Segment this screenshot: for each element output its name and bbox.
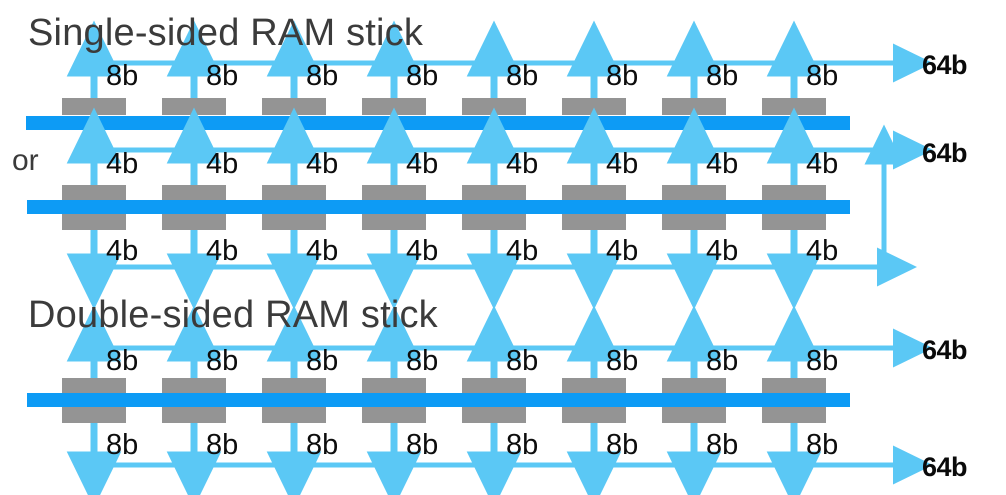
section-double-sided-graphics xyxy=(27,305,933,495)
bus-width-or-combined: 64b xyxy=(922,138,968,168)
bus-width-single-top: 64b xyxy=(922,50,968,80)
chip-arrows-single-up xyxy=(66,20,822,100)
bus-width-double-bottom: 64b xyxy=(922,452,968,482)
chip-arrows-or-down xyxy=(66,228,822,310)
pcb-bar-double xyxy=(27,393,850,407)
chip-label-single-3: 8b xyxy=(406,60,439,92)
chip-label-or-bottom-2: 4b xyxy=(306,235,339,267)
chip-arrows-or-up xyxy=(66,107,822,188)
memory-chips-double-top xyxy=(62,378,826,395)
memory-chips-or-top xyxy=(62,185,826,202)
chip-label-or-top-2: 4b xyxy=(306,148,339,180)
chip-label-double-top-0: 8b xyxy=(106,345,139,377)
chip-label-or-top-4: 4b xyxy=(506,148,539,180)
chip-label-single-2: 8b xyxy=(306,60,339,92)
chip-label-double-bottom-7: 8b xyxy=(806,429,839,461)
chip-label-double-top-4: 8b xyxy=(506,345,539,377)
chip-label-double-bottom-4: 8b xyxy=(506,429,539,461)
bus-width-double-top: 64b xyxy=(922,335,968,365)
chip-label-double-bottom-5: 8b xyxy=(606,429,639,461)
chip-label-or-bottom-5: 4b xyxy=(606,235,639,267)
pcb-bar-or xyxy=(27,200,850,214)
memory-chips-double-bottom xyxy=(62,406,826,423)
chip-label-double-top-3: 8b xyxy=(406,345,439,377)
chip-label-or-bottom-0: 4b xyxy=(106,235,139,267)
chip-label-double-top-6: 8b xyxy=(706,345,739,377)
chip-label-or-top-3: 4b xyxy=(406,148,439,180)
chip-arrows-double-up xyxy=(66,305,822,382)
pcb-bar-single xyxy=(26,116,850,130)
chip-label-single-5: 8b xyxy=(606,60,639,92)
chip-arrows-double-down xyxy=(66,422,822,495)
chip-label-double-top-5: 8b xyxy=(606,345,639,377)
chip-label-double-top-7: 8b xyxy=(806,345,839,377)
chip-label-double-bottom-6: 8b xyxy=(706,429,739,461)
chip-label-or-bottom-6: 4b xyxy=(706,235,739,267)
chip-label-double-top-2: 8b xyxy=(306,345,339,377)
or-label: or xyxy=(12,144,39,177)
chip-label-or-top-6: 4b xyxy=(706,148,739,180)
chip-label-single-1: 8b xyxy=(206,60,239,92)
chip-label-or-top-5: 4b xyxy=(606,148,639,180)
memory-chips-or-bottom xyxy=(62,213,826,230)
chip-label-or-top-1: 4b xyxy=(206,148,239,180)
title-double-sided: Double-sided RAM stick xyxy=(28,294,438,336)
chip-label-or-bottom-7: 4b xyxy=(806,235,839,267)
chip-label-double-top-1: 8b xyxy=(206,345,239,377)
chip-label-or-bottom-4: 4b xyxy=(506,235,539,267)
chip-label-double-bottom-1: 8b xyxy=(206,429,239,461)
section-single-sided-graphics xyxy=(26,20,933,130)
memory-chips-single xyxy=(62,98,826,115)
chip-label-double-bottom-2: 8b xyxy=(306,429,339,461)
chip-label-single-4: 8b xyxy=(506,60,539,92)
chip-label-double-bottom-0: 8b xyxy=(106,429,139,461)
chip-label-single-0: 8b xyxy=(106,60,139,92)
chip-label-double-bottom-3: 8b xyxy=(406,429,439,461)
chip-label-single-7: 8b xyxy=(806,60,839,92)
section-or-variant-graphics xyxy=(27,107,933,310)
chip-label-or-bottom-1: 4b xyxy=(206,235,239,267)
title-single-sided: Single-sided RAM stick xyxy=(28,12,424,54)
chip-label-single-6: 8b xyxy=(706,60,739,92)
chip-label-or-bottom-3: 4b xyxy=(406,235,439,267)
chip-label-or-top-0: 4b xyxy=(106,148,139,180)
chip-label-or-top-7: 4b xyxy=(806,148,839,180)
